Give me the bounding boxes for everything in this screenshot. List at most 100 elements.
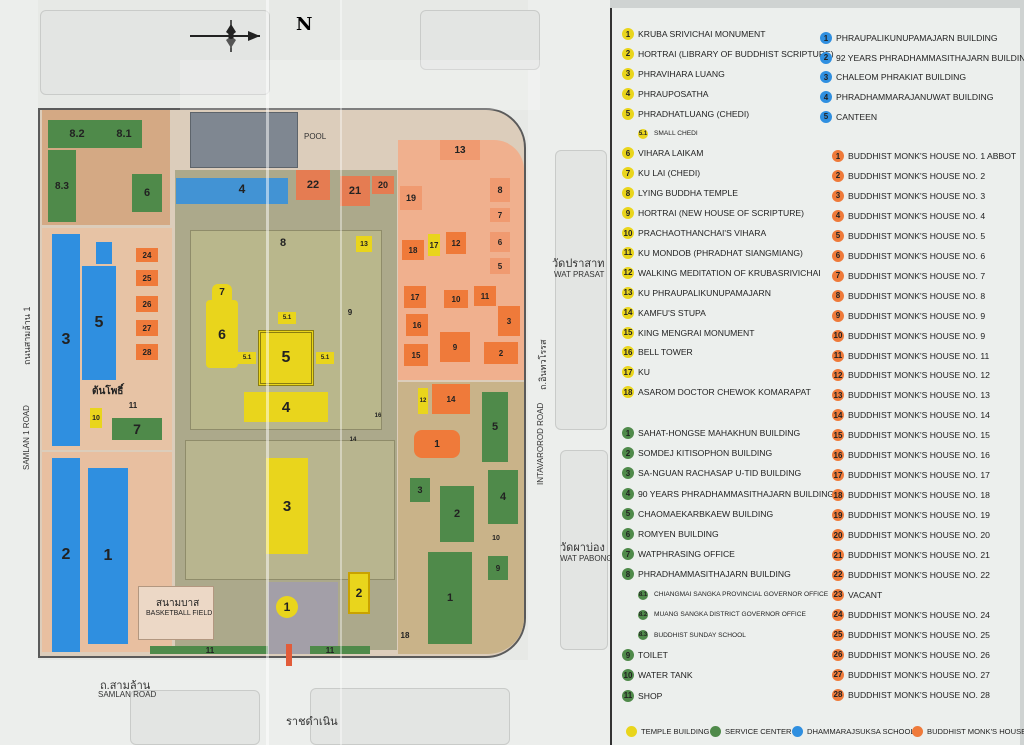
legend-service-badge: 7 bbox=[622, 548, 634, 561]
legend-temple-label: KAMFU'S STUPA bbox=[638, 307, 706, 318]
neighbor-wat-pabong-en: WAT PABONG bbox=[560, 554, 613, 563]
legend-monk-badge: 26 bbox=[832, 648, 844, 661]
legend-school-label: PHRAUPALIKUNUPAMAJARN BUILDING bbox=[836, 33, 998, 43]
monk-house-24: 24 bbox=[136, 248, 158, 262]
legend-temple-badge: 1 bbox=[622, 28, 634, 40]
legend-service-badge: 8.1 bbox=[638, 589, 648, 600]
legend-temple-badge: 2 bbox=[622, 47, 634, 60]
water-tank-10-east: 10 bbox=[492, 534, 500, 542]
legend-temple-badge: 12 bbox=[622, 266, 634, 279]
school-corridor bbox=[176, 178, 288, 204]
legend-temple-label: PHRAUPOSATHA bbox=[638, 88, 709, 99]
street-block-bottom-right bbox=[310, 688, 510, 745]
small-chedi-5-1-east: 5.1 bbox=[316, 352, 334, 364]
legend-temple-label: KU bbox=[638, 367, 650, 378]
legend-monk-badge: 28 bbox=[832, 688, 844, 701]
legend-temple-badge: 15 bbox=[622, 326, 634, 339]
school-building-2: 2 bbox=[52, 458, 80, 652]
legend-temple-label: SMALL CHEDI bbox=[654, 130, 698, 137]
temple-hortrai-2: 2 bbox=[348, 572, 370, 614]
legend-monk-item: 28 BUDDHIST MONK'S HOUSE NO. 28 bbox=[832, 687, 990, 703]
school-building-5: 5 bbox=[82, 266, 116, 380]
legend-monk-badge: 11 bbox=[832, 349, 844, 362]
legend-temple-label: ASAROM DOCTOR CHEWOK KOMARAPAT bbox=[638, 387, 811, 398]
legend-temple-label: HORTRAI (NEW HOUSE OF SCRIPTURE) bbox=[638, 208, 804, 219]
legend-monk-badge: 15 bbox=[832, 429, 844, 442]
legend-monk-label: BUDDHIST MONK'S HOUSE NO. 11 bbox=[848, 350, 990, 361]
monk-house-10: 10 bbox=[444, 290, 468, 308]
field-label-thai: สนามบาส bbox=[156, 598, 200, 609]
legend-temple-badge: 5.1 bbox=[638, 128, 648, 139]
legend-service-badge: 4 bbox=[622, 487, 634, 500]
legend-temple-badge: 3 bbox=[622, 67, 634, 80]
monk-house-13: 13 bbox=[440, 140, 480, 160]
legend-monk-label: BUDDHIST MONK'S HOUSE NO. 26 bbox=[848, 649, 990, 660]
legend-service-label: 90 YEARS PHRADHAMMASITHAJARN BUILDING bbox=[638, 488, 835, 499]
legend-school-label: CHALEOM PHRAKIAT BUILDING bbox=[836, 72, 967, 83]
monk-house-18: 18 bbox=[402, 240, 424, 260]
monk-house-21: 21 bbox=[340, 176, 370, 206]
legend-temple-label: PRACHAOTHANCHAI'S VIHARA bbox=[638, 228, 767, 238]
monk-house-9: 9 bbox=[440, 332, 470, 362]
shop-strip-south-east bbox=[310, 646, 370, 654]
service-building-6: 6 bbox=[132, 174, 162, 212]
legend-monk-label: BUDDHIST MONK'S HOUSE NO. 28 bbox=[848, 689, 990, 700]
legend-key-dot bbox=[626, 726, 637, 737]
legend-key-item: SERVICE CENTER bbox=[710, 726, 792, 737]
legend-temple-label: BELL TOWER bbox=[638, 347, 693, 358]
road-label-samlan-1-en: SAMLAN 1 ROAD bbox=[22, 405, 31, 470]
service-building-1: 1 bbox=[428, 552, 472, 644]
legend-service-item: 4 90 YEARS PHRADHAMMASITHAJARN BUILDING bbox=[622, 486, 834, 502]
legend-service-badge: 10 bbox=[622, 669, 634, 682]
legend-monk-label: BUDDHIST MONK'S HOUSE NO. 24 bbox=[848, 609, 990, 620]
legend-temple-badge: 18 bbox=[622, 386, 634, 399]
school-building-3: 3 bbox=[52, 234, 80, 446]
monk-house-17: 17 bbox=[404, 286, 426, 308]
legend-key-dot bbox=[792, 726, 803, 737]
legend-temple-badge: 14 bbox=[622, 306, 634, 319]
legend-monk-label: BUDDHIST MONK'S HOUSE NO. 13 bbox=[848, 390, 990, 401]
bodhi-tree-label: ต้นโพธิ์ bbox=[92, 386, 124, 397]
temple-vihara-luang-3: 3 bbox=[266, 458, 308, 554]
legend-service-badge: 5 bbox=[622, 507, 634, 520]
temple-uposatha-4: 4 bbox=[244, 392, 328, 422]
service-building-3: 3 bbox=[410, 478, 430, 502]
zone-pathway bbox=[268, 582, 338, 654]
legend-monk-badge: 12 bbox=[832, 369, 844, 382]
service-building-8-1: 8.1 bbox=[106, 120, 142, 148]
monk-house-19: 19 bbox=[400, 186, 422, 210]
monk-house-16: 16 bbox=[406, 314, 428, 336]
compass-icon bbox=[190, 20, 260, 52]
legend-service-item: 5 CHAOMAEKARBKAEW BUILDING bbox=[622, 506, 773, 522]
legend-monk-badge: 14 bbox=[832, 409, 844, 422]
legend-monk-label: BUDDHIST MONK'S HOUSE NO. 27 bbox=[848, 669, 990, 680]
temple-asarom-18: 18 bbox=[400, 630, 410, 640]
temple-lying-buddha-8: 8 bbox=[279, 237, 287, 249]
shop-11-south-east: 11 bbox=[325, 645, 335, 655]
legend-temple-label: HORTRAI (LIBRARY OF BUDDHIST SCRIPTURE) bbox=[638, 48, 834, 59]
legend-service-label: CHAOMAEKARBKAEW BUILDING bbox=[638, 508, 774, 519]
temple-walk-12: 12 bbox=[418, 388, 428, 414]
legend-monk-label: BUDDHIST MONK'S HOUSE NO. 21 bbox=[848, 550, 990, 560]
legend-monk-badge: 10 bbox=[832, 329, 844, 342]
legend-temple-label: KU MONDOB (PHRADHAT SIANGMIANG) bbox=[638, 247, 803, 258]
temple-monument-1: 1 bbox=[276, 596, 298, 618]
legend-monk-badge: 3 bbox=[832, 189, 844, 202]
monk-house-25: 25 bbox=[136, 270, 158, 286]
legend-monk-badge: 6 bbox=[832, 249, 844, 262]
